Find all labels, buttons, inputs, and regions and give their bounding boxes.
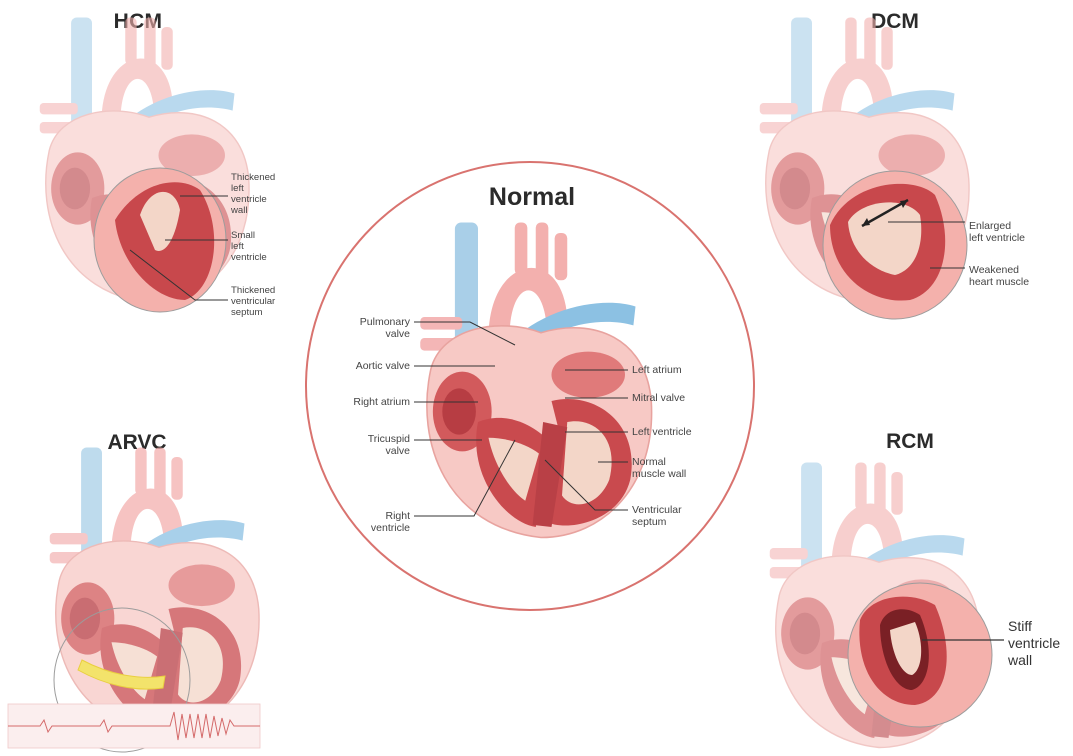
normal-label-mitral-valve: Mitral valve xyxy=(632,392,685,404)
hcm-panel: HCM xyxy=(40,10,249,312)
normal-label-right-ventricle: Right ventricle xyxy=(320,510,410,534)
dcm-panel: DCM xyxy=(760,10,969,319)
hcm-label-thickened-lv-wall: Thickened left ventricle wall xyxy=(231,172,275,216)
normal-label-pulmonary-valve: Pulmonary valve xyxy=(330,316,410,340)
normal-title: Normal xyxy=(489,183,575,211)
dcm-label-weakened-muscle: Weakened heart muscle xyxy=(969,264,1029,288)
normal-label-aortic-valve: Aortic valve xyxy=(320,360,410,372)
normal-label-tricuspid-valve: Tricuspid valve xyxy=(320,433,410,457)
ecg-trace-icon xyxy=(8,704,260,748)
heart-illustration-icon xyxy=(50,448,259,733)
rcm-title: RCM xyxy=(886,430,934,453)
hcm-label-small-lv: Small left ventricle xyxy=(231,230,267,263)
dcm-label-enlarged-lv: Enlarged left ventricle xyxy=(969,220,1025,244)
hcm-label-thickened-septum: Thickened ventricular septum xyxy=(231,285,275,318)
normal-label-normal-muscle-wall: Normal muscle wall xyxy=(632,456,686,480)
normal-panel: Normal xyxy=(306,162,754,610)
rcm-label-stiff-wall: Stiff ventricle wall xyxy=(1008,618,1060,669)
arvc-panel: ARVC xyxy=(8,431,260,752)
normal-label-right-atrium: Right atrium xyxy=(320,396,410,408)
dcm-title: DCM xyxy=(871,10,919,33)
normal-label-left-atrium: Left atrium xyxy=(632,364,682,376)
normal-label-ventricular-septum: Ventricular septum xyxy=(632,504,682,528)
rcm-panel: RCM xyxy=(770,430,1004,748)
normal-label-left-ventricle: Left ventricle xyxy=(632,426,692,438)
